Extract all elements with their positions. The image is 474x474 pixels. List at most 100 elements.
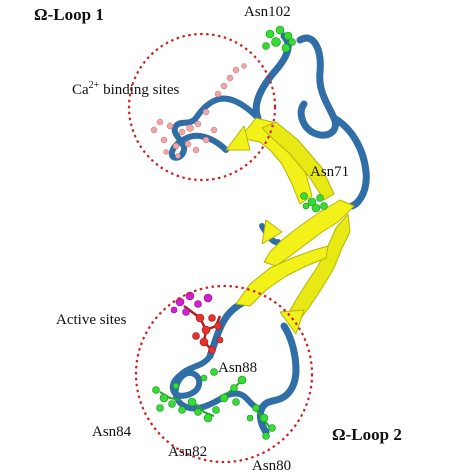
active-site-magenta-atoms bbox=[170, 291, 213, 316]
ca-atom-6 bbox=[202, 108, 210, 116]
asn102-atom-6 bbox=[281, 43, 291, 53]
ca-atom-11 bbox=[156, 118, 164, 126]
ca-atom-8 bbox=[186, 124, 194, 132]
ca-atom-4 bbox=[241, 63, 247, 69]
beta-strand-4-head bbox=[279, 309, 305, 335]
active-red-5 bbox=[192, 332, 200, 340]
ca-atom-12 bbox=[150, 126, 158, 134]
asn-atom-9 bbox=[212, 406, 220, 414]
active-magenta-6 bbox=[170, 306, 178, 314]
asn-atom-4 bbox=[168, 400, 176, 408]
ca-label-prefix: Ca bbox=[72, 82, 89, 98]
asn-atom-5 bbox=[178, 406, 186, 414]
asn102-atom-7 bbox=[288, 38, 296, 46]
active-magenta-1 bbox=[175, 297, 185, 307]
ca-label-suffix: binding sites bbox=[99, 82, 179, 98]
ca-atom-13 bbox=[160, 136, 168, 144]
loop2-highlight-circle bbox=[134, 284, 314, 464]
loop1-highlight-circle bbox=[127, 32, 277, 182]
asn-atom-15 bbox=[200, 374, 208, 382]
ca-atom-7 bbox=[194, 120, 202, 128]
asn84-label: Asn84 bbox=[92, 424, 132, 440]
asn-atom-12 bbox=[237, 375, 247, 385]
active-red-3 bbox=[201, 325, 211, 335]
loop2-asn-green-atoms bbox=[152, 368, 276, 440]
asn-atom-14 bbox=[210, 368, 218, 376]
asn82-label: Asn82 bbox=[168, 444, 207, 460]
ca-binding-sites-label: Ca2+ binding sites bbox=[72, 80, 179, 98]
coil-segment-top bbox=[252, 32, 292, 122]
coil-segment-loop2-coil bbox=[169, 353, 265, 412]
ca-atom-1 bbox=[232, 66, 240, 74]
ca-atom-20 bbox=[163, 149, 169, 155]
asn102-atom-5 bbox=[262, 42, 270, 50]
ca-atom-19 bbox=[175, 153, 181, 159]
asn102-atom-2 bbox=[275, 25, 285, 35]
beta-strand-3 bbox=[263, 199, 355, 267]
asn71-atom-5 bbox=[320, 202, 328, 210]
asn-atom-16 bbox=[252, 404, 260, 412]
active-magenta-5 bbox=[182, 308, 190, 316]
ca-atom-17 bbox=[202, 136, 210, 144]
asn71-atom-2 bbox=[307, 197, 317, 207]
beta-strand-1-head bbox=[225, 125, 251, 151]
beta-strand-5 bbox=[235, 245, 329, 307]
coil-segment-right-long bbox=[330, 114, 370, 210]
active-magenta-3 bbox=[194, 300, 202, 308]
active-bond-1 bbox=[198, 317, 213, 351]
ca-atom-18 bbox=[210, 126, 218, 134]
asn-atom-13 bbox=[232, 398, 240, 406]
asn-atom-18 bbox=[268, 424, 276, 432]
ca-atom-9 bbox=[178, 128, 186, 136]
asn88-label: Asn88 bbox=[218, 360, 257, 376]
beta-strand-2 bbox=[261, 121, 335, 201]
active-magenta-4 bbox=[203, 293, 213, 303]
beta-strand-1 bbox=[239, 117, 313, 205]
asn102-atom-1 bbox=[265, 29, 275, 39]
ca-label-superscript: 2+ bbox=[89, 80, 100, 91]
ca-atom-2 bbox=[226, 74, 234, 82]
loop1-label: Ω-Loop 1 bbox=[34, 5, 104, 24]
beta-strand-3-head bbox=[261, 219, 283, 245]
ca-atom-15 bbox=[184, 140, 192, 148]
asn71-atom-3 bbox=[316, 194, 324, 202]
asn-atom-21 bbox=[172, 382, 180, 390]
beta-strands bbox=[225, 117, 355, 335]
asn71-atoms bbox=[300, 192, 328, 213]
asn-atom-8 bbox=[203, 413, 213, 423]
asn-atom-1 bbox=[152, 386, 160, 394]
asn71-label: Asn71 bbox=[310, 164, 349, 180]
asn102-label: Asn102 bbox=[244, 4, 291, 20]
loop2-asn-atoms bbox=[152, 368, 276, 440]
ca-atom-3 bbox=[220, 82, 228, 90]
asn-atom-7 bbox=[194, 408, 202, 416]
active-red-7 bbox=[208, 346, 216, 354]
asn-atom-6 bbox=[187, 397, 197, 407]
active-red-8 bbox=[216, 336, 224, 344]
ca-binding-atoms bbox=[150, 63, 247, 159]
asn80-label: Asn80 bbox=[252, 458, 291, 474]
asn102-atom-4 bbox=[271, 37, 281, 47]
active-red-6 bbox=[199, 337, 209, 347]
ca-atom-14 bbox=[172, 142, 180, 150]
coil-segment-right-loop bbox=[296, 34, 339, 139]
loop2-label: Ω-Loop 2 bbox=[332, 425, 402, 444]
ca-atom-10 bbox=[166, 122, 174, 130]
asn-atom-10 bbox=[219, 393, 229, 403]
asn71-atom-1 bbox=[300, 192, 308, 200]
asn102-atom-3 bbox=[283, 31, 293, 41]
ca-atom-5 bbox=[214, 90, 222, 98]
asn-atom-2 bbox=[159, 393, 169, 403]
asn102-atoms bbox=[262, 25, 296, 53]
asn-atom-20 bbox=[246, 414, 254, 422]
active-red-4 bbox=[214, 322, 222, 330]
asn71-atom-4 bbox=[311, 203, 321, 213]
asn-atom-19 bbox=[262, 432, 270, 440]
asn-atom-17 bbox=[259, 413, 269, 423]
asn-atom-3 bbox=[156, 404, 164, 412]
coil-segment-loop1 bbox=[168, 95, 261, 161]
active-site-red-atoms bbox=[192, 313, 224, 354]
asn-atom-11 bbox=[230, 384, 238, 392]
active-red-1 bbox=[195, 313, 205, 323]
